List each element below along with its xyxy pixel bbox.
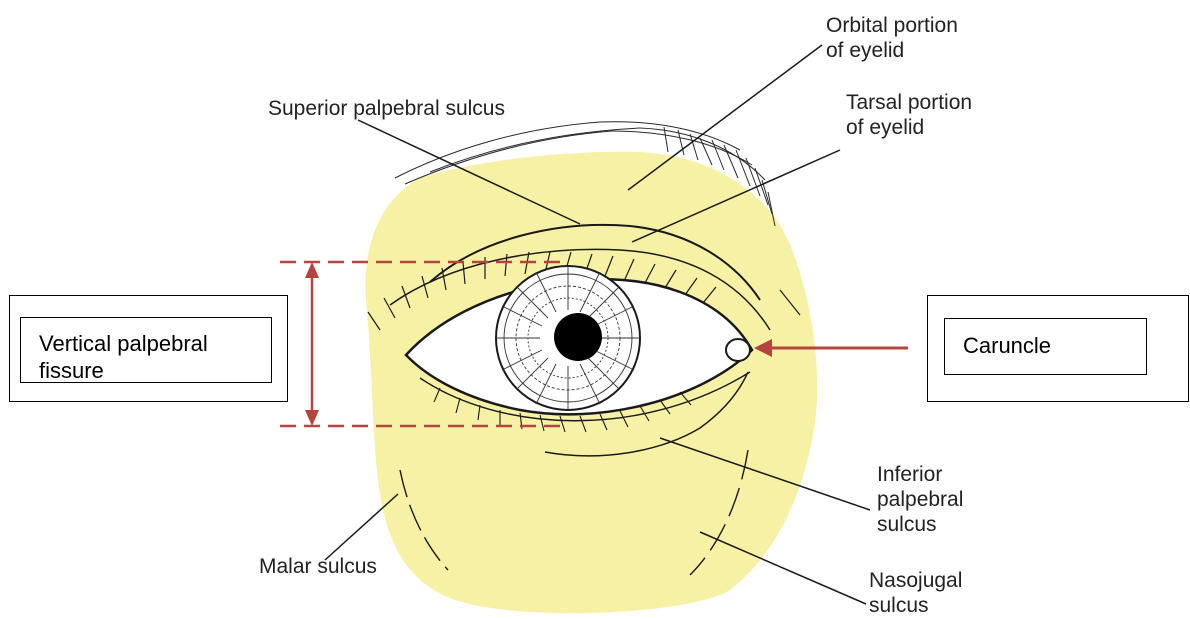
label-malar-sulcus: Malar sulcus — [259, 554, 377, 579]
label-inferior-palpebral-sulcus: Inferior palpebral sulcus — [877, 462, 963, 537]
leader-orbital — [628, 45, 822, 190]
vertical-fissure-callout-box: Vertical palpebral fissure — [20, 317, 272, 383]
measure-arrowhead-up — [305, 262, 319, 278]
vertical-fissure-callout-text: Vertical palpebral fissure — [39, 331, 208, 383]
label-nasojugal-sulcus: Nasojugal sulcus — [869, 568, 962, 618]
label-tarsal-portion: Tarsal portion of eyelid — [846, 90, 972, 140]
pupil — [554, 313, 602, 361]
label-orbital-portion: Orbital portion of eyelid — [826, 13, 958, 63]
measure-arrowhead-down — [305, 410, 319, 426]
caruncle-shape — [726, 339, 750, 361]
label-superior-palpebral-sulcus: Superior palpebral sulcus — [268, 96, 505, 121]
caruncle-callout-box: Caruncle — [944, 318, 1147, 375]
leader-malar-sulcus — [325, 494, 398, 560]
caruncle-callout-text: Caruncle — [963, 333, 1051, 358]
